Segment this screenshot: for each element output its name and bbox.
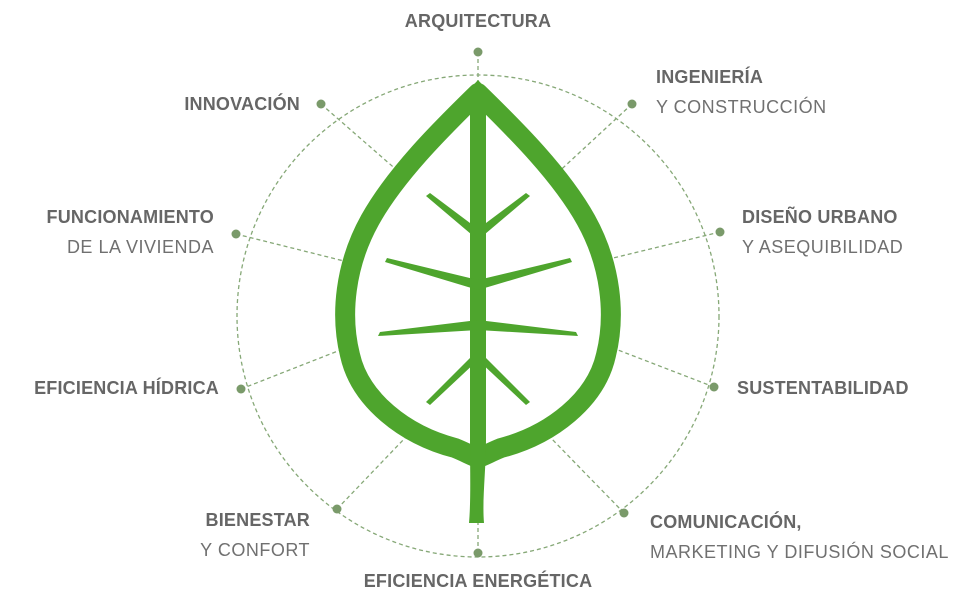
leaf-icon xyxy=(335,80,621,523)
label-ingenieria-title: INGENIERÍA xyxy=(656,67,764,87)
node-bienestar xyxy=(332,504,342,514)
node-arquitectura xyxy=(473,47,483,57)
leaf-stem xyxy=(469,100,486,523)
spoke-diseno xyxy=(604,231,721,261)
label-diseno-subtitle: Y ASEQUIBILIDAD xyxy=(742,237,904,257)
spoke-innovacion xyxy=(320,103,408,180)
node-ingenieria xyxy=(627,99,637,109)
leaf-veins xyxy=(378,193,578,405)
label-ingenieria-subtitle: Y CONSTRUCCIÓN xyxy=(656,97,827,117)
node-hidrica xyxy=(236,384,246,394)
spoke-hidrica xyxy=(240,348,344,390)
label-hidrica-title: EFICIENCIA HÍDRICA xyxy=(34,378,219,398)
label-bienestar-title: BIENESTAR xyxy=(205,510,310,530)
label-bienestar: BIENESTAR Y CONFORT xyxy=(100,505,310,565)
label-arquitectura: ARQUITECTURA xyxy=(378,6,578,36)
connector-lines xyxy=(235,52,721,553)
label-funcionamiento-title: FUNCIONAMIENTO xyxy=(46,207,214,227)
label-energetica-title: EFICIENCIA ENERGÉTICA xyxy=(363,571,593,591)
node-funcionamiento xyxy=(231,229,241,239)
label-arquitectura-title: ARQUITECTURA xyxy=(404,11,552,31)
label-comunicacion: COMUNICACIÓN, MARKETING Y DIFUSIÓN SOCIA… xyxy=(650,507,949,567)
spoke-bienestar xyxy=(336,437,406,510)
label-hidrica: EFICIENCIA HÍDRICA xyxy=(0,373,219,403)
node-diseno xyxy=(715,227,725,237)
spoke-comunicacion xyxy=(547,434,625,514)
label-diseno-title: DISEÑO URBANO xyxy=(742,207,898,227)
ring-nodes xyxy=(231,47,725,558)
label-sustentabilidad-title: SUSTENTABILIDAD xyxy=(737,378,909,398)
label-comunicacion-title: COMUNICACIÓN, xyxy=(650,512,802,532)
label-innovacion-title: INNOVACIÓN xyxy=(184,94,300,114)
label-bienestar-subtitle: Y CONFORT xyxy=(200,540,310,560)
spoke-funcionamiento xyxy=(235,233,349,263)
node-innovacion xyxy=(316,99,326,109)
spoke-sustentabilidad xyxy=(617,349,715,388)
label-ingenieria: INGENIERÍA Y CONSTRUCCIÓN xyxy=(656,62,827,122)
label-funcionamiento: FUNCIONAMIENTO DE LA VIVIENDA xyxy=(0,202,214,262)
node-comunicacion xyxy=(619,508,629,518)
spoke-ingenieria xyxy=(551,103,633,179)
label-diseno: DISEÑO URBANO Y ASEQUIBILIDAD xyxy=(742,202,903,262)
label-sustentabilidad: SUSTENTABILIDAD xyxy=(737,373,909,403)
node-sustentabilidad xyxy=(709,382,719,392)
label-innovacion: INNOVACIÓN xyxy=(100,89,300,119)
node-energetica xyxy=(473,548,483,558)
label-funcionamiento-subtitle: DE LA VIVIENDA xyxy=(66,237,214,257)
label-comunicacion-subtitle: MARKETING Y DIFUSIÓN SOCIAL xyxy=(650,542,949,562)
label-energetica: EFICIENCIA ENERGÉTICA xyxy=(328,566,628,596)
